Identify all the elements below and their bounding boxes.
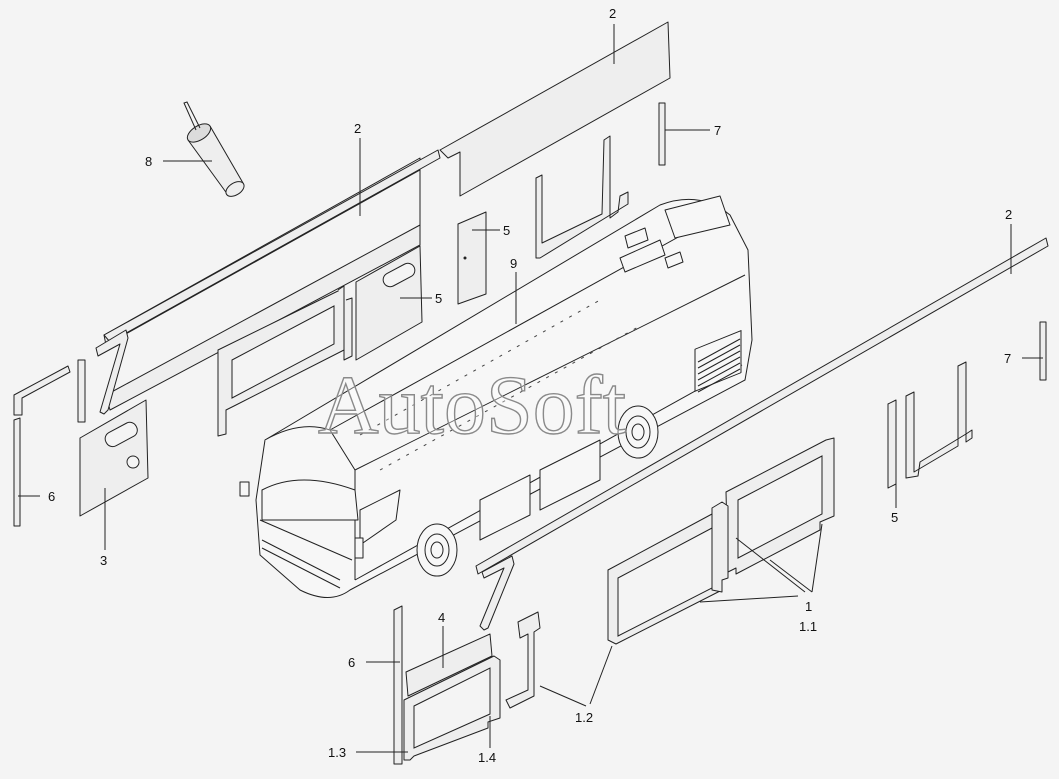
part-5-panel-b bbox=[355, 245, 423, 361]
part-7-strip-top bbox=[658, 102, 666, 166]
part-7-strip-right bbox=[1039, 321, 1047, 381]
part-z-left bbox=[95, 329, 129, 415]
bus-rear-grill bbox=[697, 338, 741, 393]
callout-1-2: 1.2 bbox=[575, 710, 593, 725]
callout-2-top: 2 bbox=[609, 6, 616, 21]
leader-lines bbox=[18, 24, 1043, 753]
part-corner-left bbox=[13, 365, 71, 416]
part-2-top-panel bbox=[439, 21, 671, 197]
part-5-panel-a bbox=[457, 211, 487, 305]
callout-1: 1 bbox=[805, 599, 812, 614]
callout-5-b: 5 bbox=[435, 291, 442, 306]
callout-7-top: 7 bbox=[714, 123, 721, 138]
callout-5-a: 5 bbox=[503, 223, 510, 238]
callout-2-right: 2 bbox=[1005, 207, 1012, 222]
part-1-frame-center bbox=[607, 501, 729, 645]
part-3-panel bbox=[79, 399, 149, 517]
part-8-sealant-tube bbox=[183, 101, 245, 197]
callout-6-left: 6 bbox=[48, 489, 55, 504]
callout-6-bottom: 6 bbox=[348, 655, 355, 670]
watermark-text: AutoSoft bbox=[318, 359, 626, 452]
part-vertical-strip-left bbox=[77, 359, 86, 423]
callout-1-4: 1.4 bbox=[478, 750, 496, 765]
part-frame-bottom-left bbox=[403, 655, 501, 761]
callout-1-3: 1.3 bbox=[328, 745, 346, 760]
callout-8: 8 bbox=[145, 154, 152, 169]
bus-rear-wheel bbox=[617, 405, 659, 459]
part-5-right-frame bbox=[887, 361, 973, 489]
frame-left-large bbox=[217, 285, 353, 437]
part-frame-bottom-mid bbox=[505, 611, 541, 709]
bus-front-wheel bbox=[416, 523, 458, 577]
part-4-panel bbox=[405, 633, 493, 697]
part-6-strip-bottom bbox=[393, 605, 403, 765]
callout-1-1: 1.1 bbox=[799, 619, 817, 634]
callout-9: 9 bbox=[510, 256, 517, 271]
bus-body bbox=[239, 195, 753, 598]
callout-4: 4 bbox=[438, 610, 445, 625]
part-1-1-frame-right bbox=[725, 437, 835, 575]
part-6-strip-left bbox=[13, 417, 21, 527]
frame-upper-center bbox=[535, 135, 629, 259]
part-z-bottom bbox=[479, 555, 515, 631]
callout-5-c: 5 bbox=[891, 510, 898, 525]
callout-2-middle: 2 bbox=[354, 121, 361, 136]
callouts: 2 2 2 7 7 8 5 5 5 9 6 6 3 4 1 1.1 1.2 1.… bbox=[48, 6, 1012, 765]
callout-3: 3 bbox=[100, 553, 107, 568]
part-2-right-panel bbox=[475, 237, 1049, 575]
callout-7-right: 7 bbox=[1004, 351, 1011, 366]
